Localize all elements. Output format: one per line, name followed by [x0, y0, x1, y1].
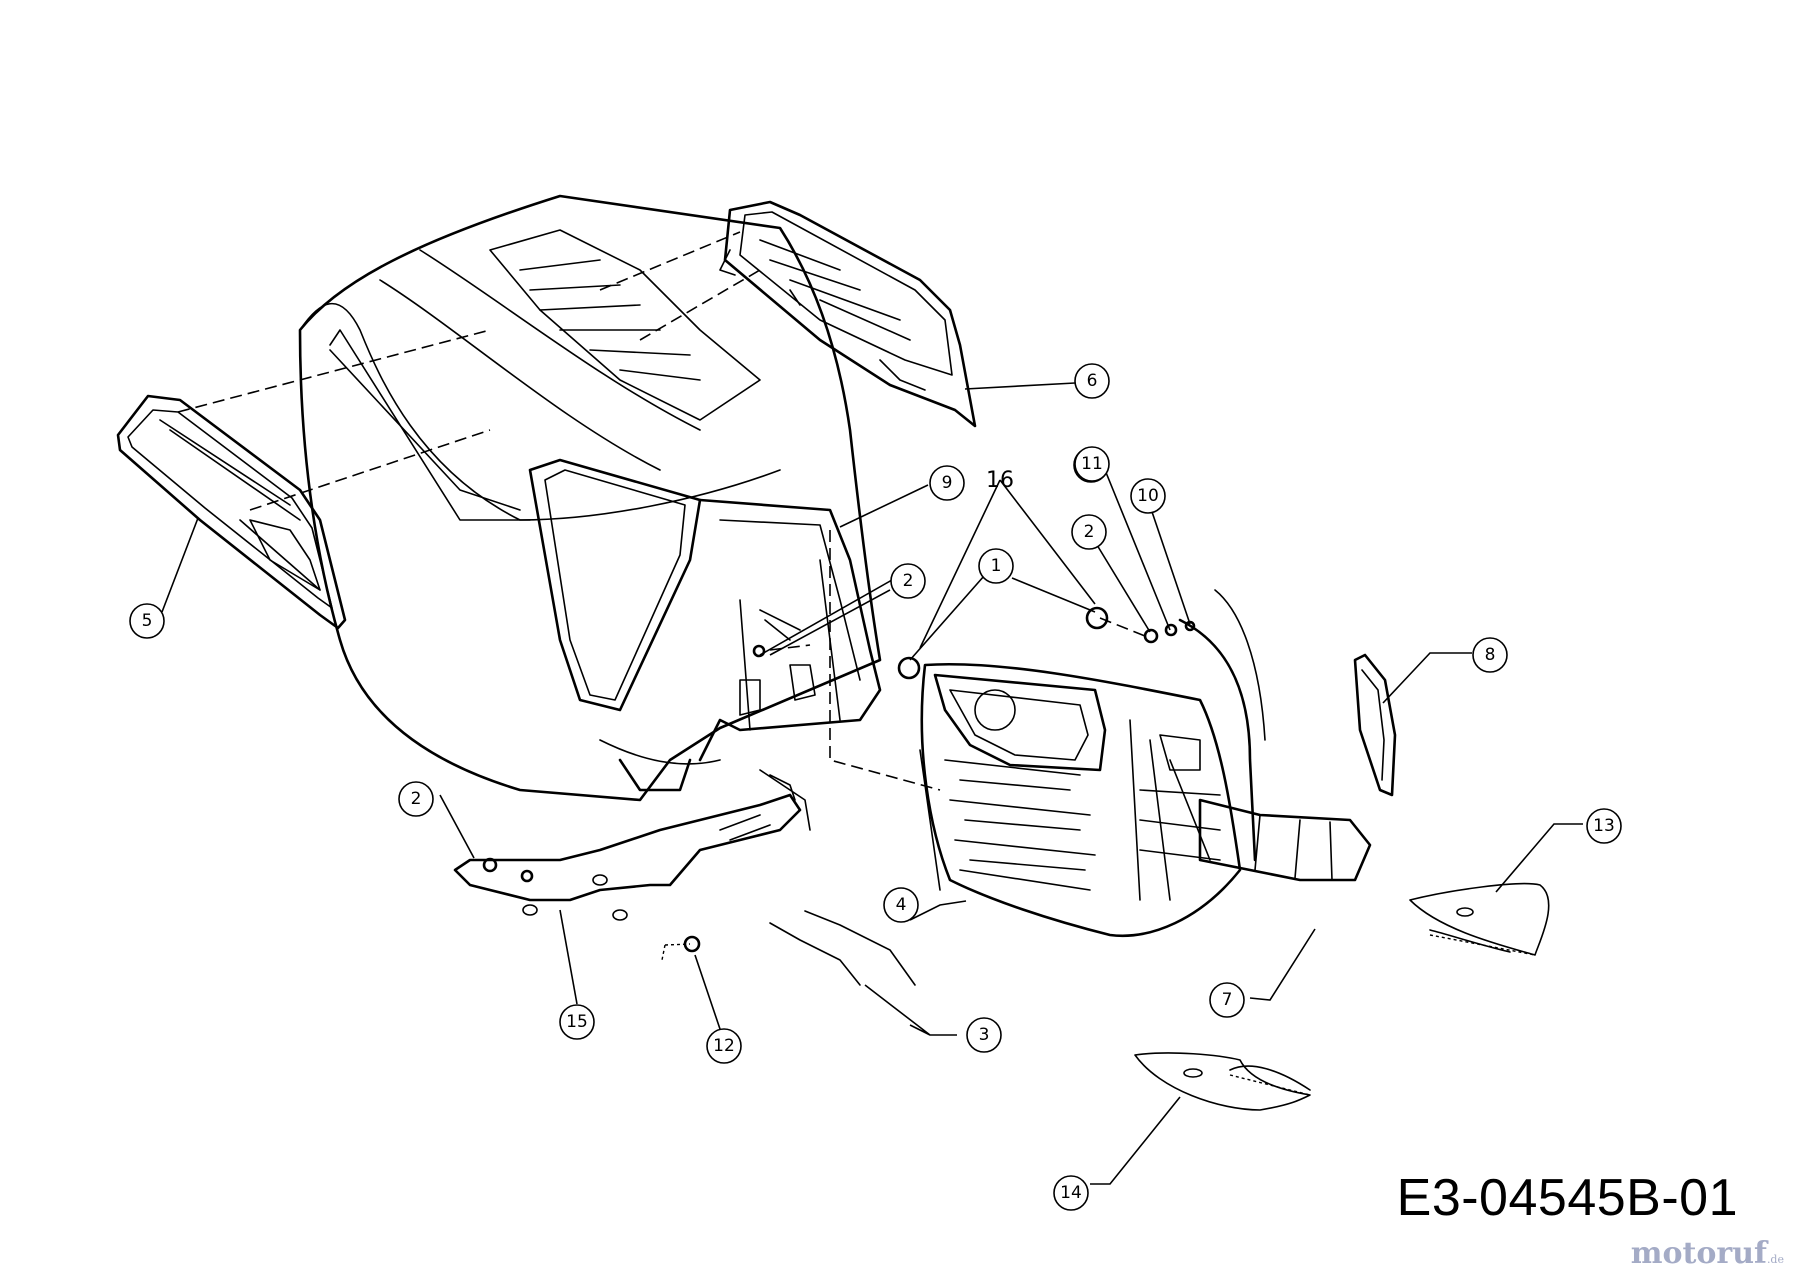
callout-15: 15	[559, 1004, 595, 1040]
callout-2b: 2	[1071, 514, 1107, 550]
svg-text:2: 2	[1084, 522, 1095, 542]
part-4-front-grille	[919, 589, 1266, 938]
svg-text:14: 14	[1060, 1183, 1082, 1203]
assembly-lines	[177, 231, 1146, 791]
callout-14: 14	[1053, 1175, 1089, 1211]
callout-12: 12	[706, 1028, 742, 1064]
callout-6: 6	[1074, 363, 1110, 399]
callout-9: 9	[929, 465, 965, 501]
svg-text:5: 5	[142, 611, 153, 631]
callout-4: 4	[883, 887, 919, 923]
part-7-bumper-strip	[1198, 798, 1372, 882]
callout-2a: 2	[890, 563, 926, 599]
part-8-side-trim	[1353, 653, 1397, 797]
watermark-logo: motoruf.de	[1631, 1236, 1784, 1271]
part-14-decal	[1134, 1052, 1311, 1111]
leader-lines	[161, 382, 1583, 1185]
part-13-decal	[1409, 882, 1550, 956]
label-16: 16	[986, 468, 1014, 493]
callout-3: 3	[966, 1017, 1002, 1053]
callout-13: 13	[1586, 808, 1622, 844]
svg-text:2: 2	[411, 789, 422, 809]
callout-1a: 1	[978, 548, 1014, 584]
svg-text:15: 15	[566, 1012, 588, 1032]
svg-text:12: 12	[713, 1036, 735, 1056]
callout-11: 11	[1074, 446, 1110, 482]
fasteners	[482, 606, 1196, 961]
svg-text:11: 11	[1081, 454, 1103, 474]
callout-8: 8	[1472, 637, 1508, 673]
watermark-text: motoruf	[1630, 1236, 1767, 1271]
part-3-springs	[769, 910, 916, 986]
part-9-hood	[298, 194, 882, 802]
svg-text:10: 10	[1137, 486, 1159, 506]
callout-2c: 2	[398, 781, 434, 817]
watermark-suffix: .de	[1766, 1253, 1784, 1266]
svg-text:3: 3	[979, 1025, 990, 1045]
callout-7: 7	[1209, 982, 1245, 1018]
svg-text:8: 8	[1485, 645, 1496, 665]
callout-5: 5	[129, 603, 165, 639]
part-5-left-side-grille	[116, 394, 347, 630]
svg-text:4: 4	[896, 895, 907, 915]
svg-text:1: 1	[991, 556, 1002, 576]
part-15-bracket	[453, 769, 811, 921]
callout-10: 10	[1130, 478, 1166, 514]
svg-text:9: 9	[942, 473, 953, 493]
part-6-right-side-grille	[719, 200, 977, 428]
svg-text:2: 2	[903, 571, 914, 591]
svg-text:13: 13	[1593, 816, 1615, 836]
svg-text:7: 7	[1222, 990, 1233, 1010]
drawing-code: E3-04545B-01	[1396, 1169, 1738, 1227]
svg-text:6: 6	[1087, 371, 1098, 391]
